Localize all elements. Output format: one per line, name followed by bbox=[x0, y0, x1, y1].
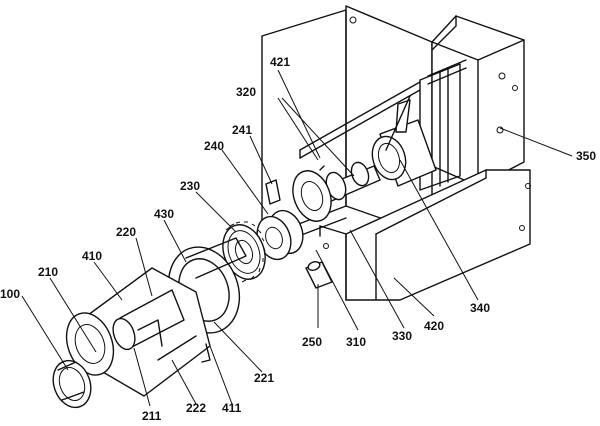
label-330: 330 bbox=[392, 329, 412, 343]
end-cap bbox=[52, 359, 92, 409]
label-430: 430 bbox=[154, 207, 174, 221]
label-421: 421 bbox=[270, 55, 290, 69]
label-420: 420 bbox=[424, 319, 444, 333]
motor-block bbox=[419, 15, 525, 191]
drive-shaft bbox=[292, 161, 381, 222]
label-320: 320 bbox=[236, 85, 256, 99]
lower-tray bbox=[319, 169, 531, 301]
label-210: 210 bbox=[38, 265, 58, 279]
label-230: 230 bbox=[180, 179, 200, 193]
label-250: 250 bbox=[302, 335, 322, 349]
collar bbox=[256, 179, 304, 261]
pin bbox=[305, 261, 333, 289]
gear-coupling bbox=[371, 95, 437, 187]
label-100: 100 bbox=[0, 287, 20, 301]
label-350: 350 bbox=[576, 149, 596, 163]
tube-assembly bbox=[65, 267, 211, 397]
label-221: 221 bbox=[254, 371, 274, 385]
label-310: 310 bbox=[346, 335, 366, 349]
label-220: 220 bbox=[116, 225, 136, 239]
label-410: 410 bbox=[82, 249, 102, 263]
label-222: 222 bbox=[186, 401, 206, 415]
label-241: 241 bbox=[232, 123, 252, 137]
reference-numerals: 100 210 410 220 430 230 240 241 320 421 … bbox=[0, 55, 596, 423]
label-340: 340 bbox=[470, 301, 490, 315]
label-211: 211 bbox=[142, 409, 162, 423]
leader-lines bbox=[21, 69, 573, 407]
label-240: 240 bbox=[204, 139, 224, 153]
label-411: 411 bbox=[222, 401, 242, 415]
